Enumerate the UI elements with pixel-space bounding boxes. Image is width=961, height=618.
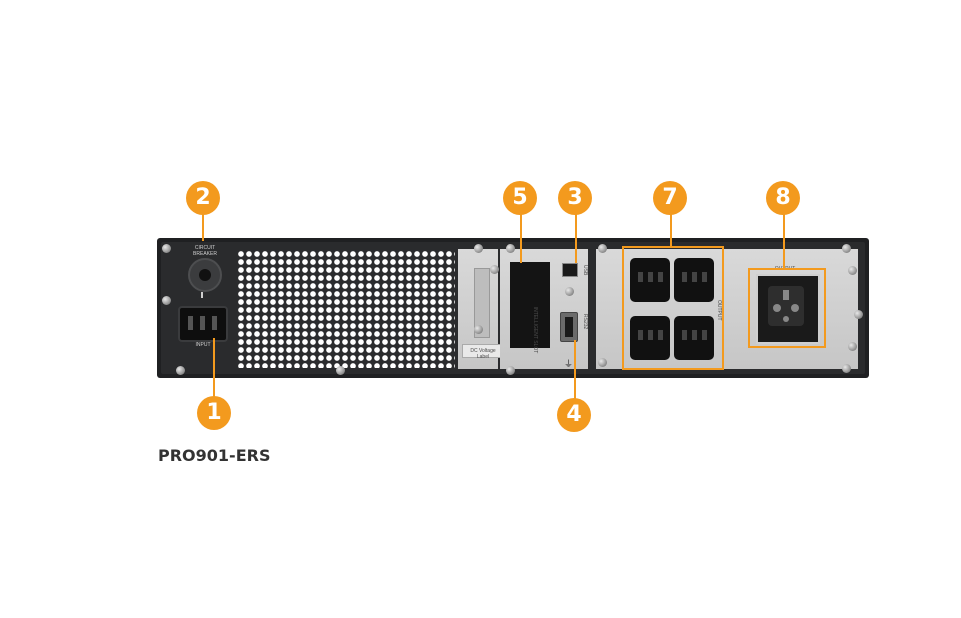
ground-icon: ⏚ xyxy=(564,359,574,369)
screw-icon xyxy=(490,265,499,274)
screw-icon xyxy=(598,358,607,367)
screw-icon xyxy=(506,366,515,375)
callout-5-leader xyxy=(520,213,522,263)
socket-pin xyxy=(200,316,205,330)
iec-outlet xyxy=(674,258,714,302)
callout-5: 5 xyxy=(503,181,537,215)
usb-label: USB xyxy=(582,265,588,276)
callout-7-leader xyxy=(670,213,672,247)
callout-4-leader xyxy=(574,340,576,402)
rs232-label: RS232 xyxy=(582,314,588,330)
rs232-pins xyxy=(565,317,573,337)
circuit-breaker[interactable] xyxy=(188,258,222,292)
screw-icon xyxy=(162,244,171,253)
callout-8: 8 xyxy=(766,181,800,215)
screw-icon xyxy=(162,296,171,305)
screw-icon xyxy=(474,244,483,253)
socket-pin xyxy=(188,316,193,330)
input-label: INPUT xyxy=(195,342,211,348)
outlet-hole xyxy=(773,304,781,312)
screw-icon xyxy=(842,244,851,253)
screw-icon xyxy=(842,364,851,373)
breaker-knob xyxy=(199,269,211,281)
callout-8-leader xyxy=(783,213,785,269)
breaker-label: CIRCUIT BREAKER xyxy=(193,245,217,257)
iec-outlet xyxy=(630,258,670,302)
outlet-hole xyxy=(791,304,799,312)
universal-outlet-highlight-box xyxy=(748,268,826,348)
iec-outlet xyxy=(674,316,714,360)
ventilation-grille xyxy=(237,250,455,368)
screw-icon xyxy=(506,244,515,253)
usb-port[interactable] xyxy=(562,263,578,277)
breaker-marker xyxy=(201,292,203,298)
screw-icon xyxy=(848,266,857,275)
screw-icon xyxy=(848,342,857,351)
slot-label: INTELLIGENT SLOT xyxy=(532,306,538,354)
iec-outlet xyxy=(630,316,670,360)
outlets-highlight-box xyxy=(622,246,724,370)
universal-outlet xyxy=(756,274,820,344)
callout-2-leader xyxy=(202,213,204,241)
ac-input-socket xyxy=(178,306,228,342)
dc-voltage-label: DC Voltage Label xyxy=(462,344,504,360)
screw-icon xyxy=(565,287,574,296)
callout-3: 3 xyxy=(558,181,592,215)
callout-1: 1 xyxy=(197,396,231,430)
outlet-hole xyxy=(783,316,789,322)
screw-icon xyxy=(598,244,607,253)
callout-2: 2 xyxy=(186,181,220,215)
dc-bracket xyxy=(474,268,490,338)
model-label: PRO901-ERS xyxy=(158,446,271,465)
callout-3-leader xyxy=(575,213,577,263)
universal-outlet-face xyxy=(768,286,804,326)
rs232-port[interactable] xyxy=(560,312,578,342)
screw-icon xyxy=(176,366,185,375)
outlet-hole xyxy=(783,290,789,300)
callout-7: 7 xyxy=(653,181,687,215)
socket-pin xyxy=(212,316,217,330)
screw-icon xyxy=(474,325,483,334)
intelligent-slot[interactable] xyxy=(510,262,550,348)
screw-icon xyxy=(854,310,863,319)
dc-voltage-text: DC Voltage Label xyxy=(470,348,496,360)
callout-4: 4 xyxy=(557,398,591,432)
callout-1-leader xyxy=(213,338,215,400)
screw-icon xyxy=(336,366,345,375)
